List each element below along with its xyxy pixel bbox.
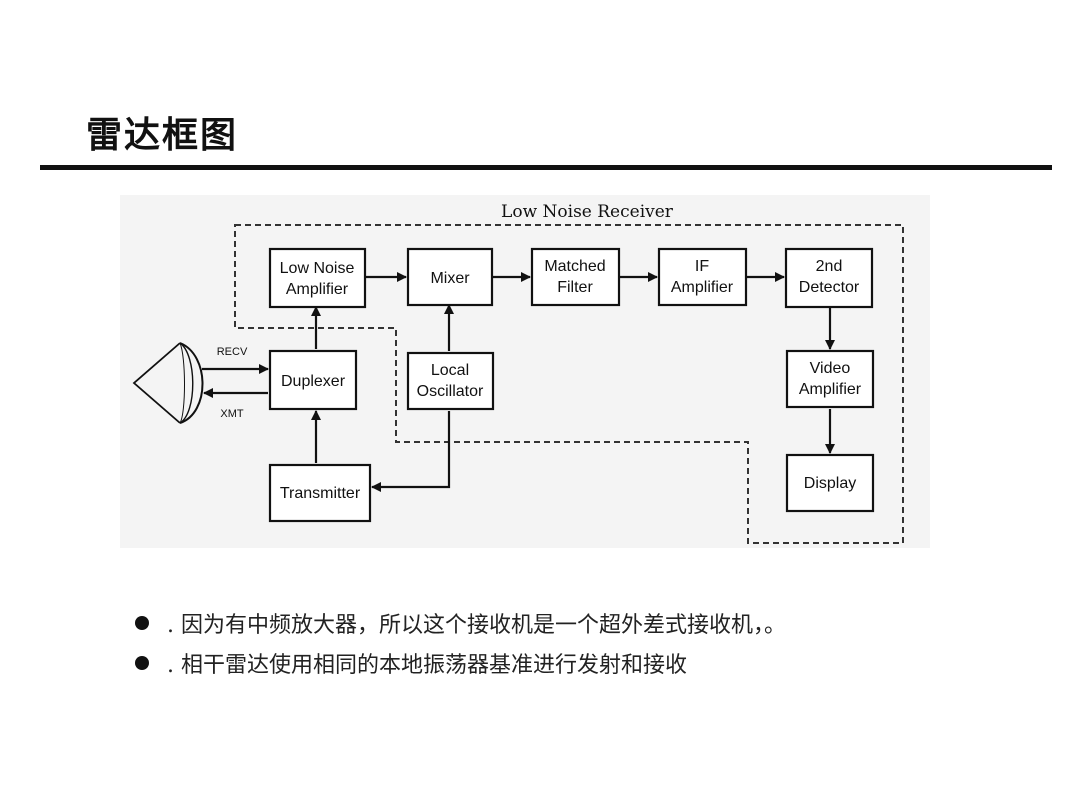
- block-label: Matched: [544, 258, 605, 275]
- radar-block-diagram: Low Noise Receiver RECV XMT Low Noise Am…: [120, 195, 930, 548]
- block-label: Amplifier: [286, 281, 349, 298]
- block-label: Local: [431, 362, 469, 379]
- block-label: Filter: [557, 279, 593, 296]
- block-label: Detector: [799, 279, 860, 296]
- arrow-oscillator-to-transmitter: [371, 411, 451, 492]
- block-label: Amplifier: [799, 381, 862, 398]
- block-duplexer: Duplexer: [268, 349, 358, 411]
- block-if-amplifier: IF Amplifier: [657, 247, 748, 307]
- block-label: 2nd: [816, 258, 843, 275]
- block-matched-filter: Matched Filter: [530, 247, 621, 307]
- slide-title: 雷达框图: [86, 114, 239, 156]
- block-label: Transmitter: [280, 485, 361, 502]
- block-label: Mixer: [430, 270, 470, 287]
- block-label: IF: [695, 258, 709, 275]
- bullet-text: . 相干雷达使用相同的本地振荡器基准进行发射和接收: [167, 653, 687, 678]
- receiver-label: Low Noise Receiver: [501, 202, 674, 222]
- xmt-label: XMT: [220, 408, 244, 420]
- antenna-icon: [132, 342, 204, 424]
- bullet-text: . 因为有中频放大器，所以这个接收机是一个超外差式接收机，。: [167, 613, 786, 638]
- bullet-icon: [135, 616, 149, 630]
- block-second-detector: 2nd Detector: [784, 247, 874, 309]
- block-transmitter: Transmitter: [268, 463, 372, 523]
- block-label: Video: [810, 360, 851, 377]
- block-mixer: Mixer: [406, 247, 494, 307]
- receiver-boundary: [234, 224, 904, 544]
- bullet-item: . 因为有中频放大器，所以这个接收机是一个超外差式接收机，。: [135, 603, 1035, 643]
- recv-label: RECV: [217, 346, 248, 358]
- block-local-oscillator: Local Oscillator: [406, 351, 495, 411]
- block-label: Amplifier: [671, 279, 734, 296]
- block-label: Low Noise: [280, 260, 355, 277]
- block-label: Display: [804, 475, 856, 492]
- bullet-item: . 相干雷达使用相同的本地振荡器基准进行发射和接收: [135, 643, 1035, 683]
- block-label: Oscillator: [417, 383, 484, 400]
- block-display: Display: [785, 453, 875, 513]
- block-label: Duplexer: [281, 373, 346, 390]
- block-video-amplifier: Video Amplifier: [785, 349, 875, 409]
- diagram-svg: Low Noise Receiver RECV XMT Low Noise Am…: [120, 195, 930, 548]
- title-underline: [40, 165, 1052, 170]
- block-low-noise-amplifier: Low Noise Amplifier: [268, 247, 367, 309]
- bullet-list: . 因为有中频放大器，所以这个接收机是一个超外差式接收机，。 . 相干雷达使用相…: [135, 603, 1035, 683]
- bullet-icon: [135, 656, 149, 670]
